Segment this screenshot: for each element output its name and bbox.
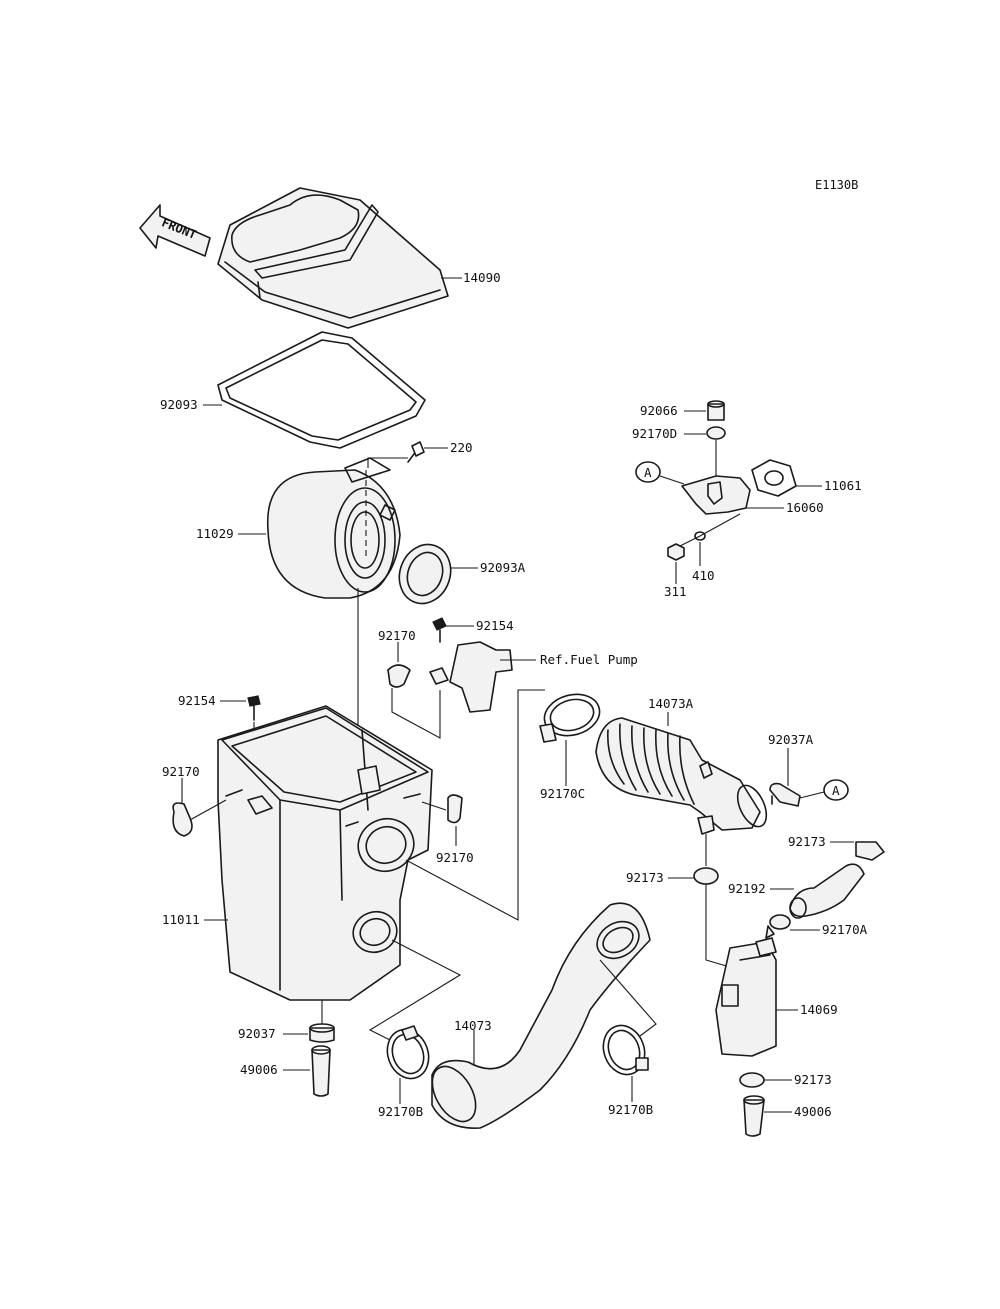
- label-11061: 11061: [824, 478, 862, 493]
- label-11011: 11011: [162, 912, 200, 927]
- label-220: 220: [450, 440, 473, 455]
- seal-ring-92093A: [398, 543, 452, 605]
- air-box-11011: [217, 705, 433, 1001]
- clamp-92170C: [539, 693, 601, 743]
- hose-92192: [789, 863, 865, 919]
- ref-marker-A-right-label: A: [832, 783, 840, 798]
- washer-410-icon: [694, 531, 706, 541]
- clamp-92170B-left: [386, 1025, 430, 1080]
- leader-A-right: [799, 791, 825, 799]
- clamp-92170B-right: [602, 1024, 649, 1076]
- label-49006-right: 49006: [794, 1104, 832, 1119]
- drain-cap-92037: [309, 1023, 335, 1043]
- cap-92066: [707, 400, 725, 421]
- label-92170-upper: 92170: [378, 628, 416, 643]
- drain-tank-14069: [715, 937, 777, 1057]
- fitting-16060: [681, 475, 751, 515]
- leader-A-left: [659, 475, 685, 485]
- ref-marker-A-right: A: [823, 779, 849, 801]
- leader-92170-right: [421, 801, 447, 811]
- clamp-92170A: [765, 914, 791, 939]
- label-92173-left: 92173: [626, 870, 664, 885]
- drain-plug-49006-right: [743, 1095, 765, 1137]
- label-11029: 11029: [196, 526, 234, 541]
- label-14073A: 14073A: [648, 696, 694, 711]
- air-cleaner-cover-14090: [217, 187, 449, 329]
- label-16060: 16060: [786, 500, 824, 515]
- hose-92037A: [769, 782, 801, 807]
- clip-92170-left: [172, 802, 193, 837]
- label-92173-upper: 92173: [788, 834, 826, 849]
- front-arrow-icon: FRONT: [139, 204, 211, 257]
- clamp-92173-lower: [739, 1072, 765, 1088]
- label-92192: 92192: [728, 881, 766, 896]
- ref-fuel-pump-note: Ref.Fuel Pump: [540, 652, 638, 667]
- gasket-92093: [217, 331, 426, 449]
- label-92066: 92066: [640, 403, 678, 418]
- label-410: 410: [692, 568, 715, 583]
- corrugated-duct-14073A: [595, 717, 768, 835]
- drain-plug-49006-left: [311, 1045, 331, 1097]
- label-311: 311: [664, 584, 687, 599]
- assembly-line-clip: [391, 688, 441, 739]
- label-14069: 14069: [800, 1002, 838, 1017]
- diagram-code: E1130B: [815, 178, 858, 192]
- assembly-line-outlet-upper: [405, 689, 545, 921]
- clamp-92173-left: [693, 867, 719, 885]
- label-49006-left: 49006: [240, 1062, 278, 1077]
- label-92093A: 92093A: [480, 560, 526, 575]
- bolt-92154-left-icon: [247, 695, 261, 721]
- ref-marker-A-left: A: [635, 461, 661, 483]
- label-14090: 14090: [463, 270, 501, 285]
- clamp-92170D: [706, 426, 726, 440]
- screw-220-icon: [407, 441, 425, 463]
- label-92037: 92037: [238, 1026, 276, 1041]
- gasket-11061: [751, 459, 797, 497]
- label-92037A: 92037A: [768, 732, 814, 747]
- intake-duct-14073: [431, 902, 651, 1129]
- fuel-pump-bracket: [449, 641, 513, 713]
- assembly-line-screw: [367, 457, 408, 468]
- filter-element-11029: [266, 457, 401, 599]
- label-92154-left: 92154: [178, 693, 216, 708]
- label-92170A: 92170A: [822, 922, 868, 937]
- label-92170B-left: 92170B: [378, 1104, 423, 1119]
- clip-92170-right: [447, 794, 463, 824]
- assembly-line-nut: [675, 513, 741, 549]
- clamp-92173-upper: [855, 841, 885, 861]
- clip-92170-upper: [387, 664, 449, 688]
- label-14073: 14073: [454, 1018, 492, 1033]
- label-92170C: 92170C: [540, 786, 585, 801]
- nut-311-icon: [667, 543, 685, 561]
- assembly-line-duct: [599, 959, 657, 1037]
- label-92170D: 92170D: [632, 426, 677, 441]
- label-92170B-right: 92170B: [608, 1102, 653, 1117]
- label-92154-top: 92154: [476, 618, 514, 633]
- ref-marker-A-left-label: A: [644, 465, 652, 480]
- label-92170-left: 92170: [162, 764, 200, 779]
- label-92173-lower: 92173: [794, 1072, 832, 1087]
- assembly-line-outlet-lower: [368, 939, 462, 1041]
- label-92093: 92093: [160, 397, 198, 412]
- label-92170-right: 92170: [436, 850, 474, 865]
- leader-92170-left-b: [189, 799, 227, 821]
- bolt-92154-icon: [432, 617, 447, 643]
